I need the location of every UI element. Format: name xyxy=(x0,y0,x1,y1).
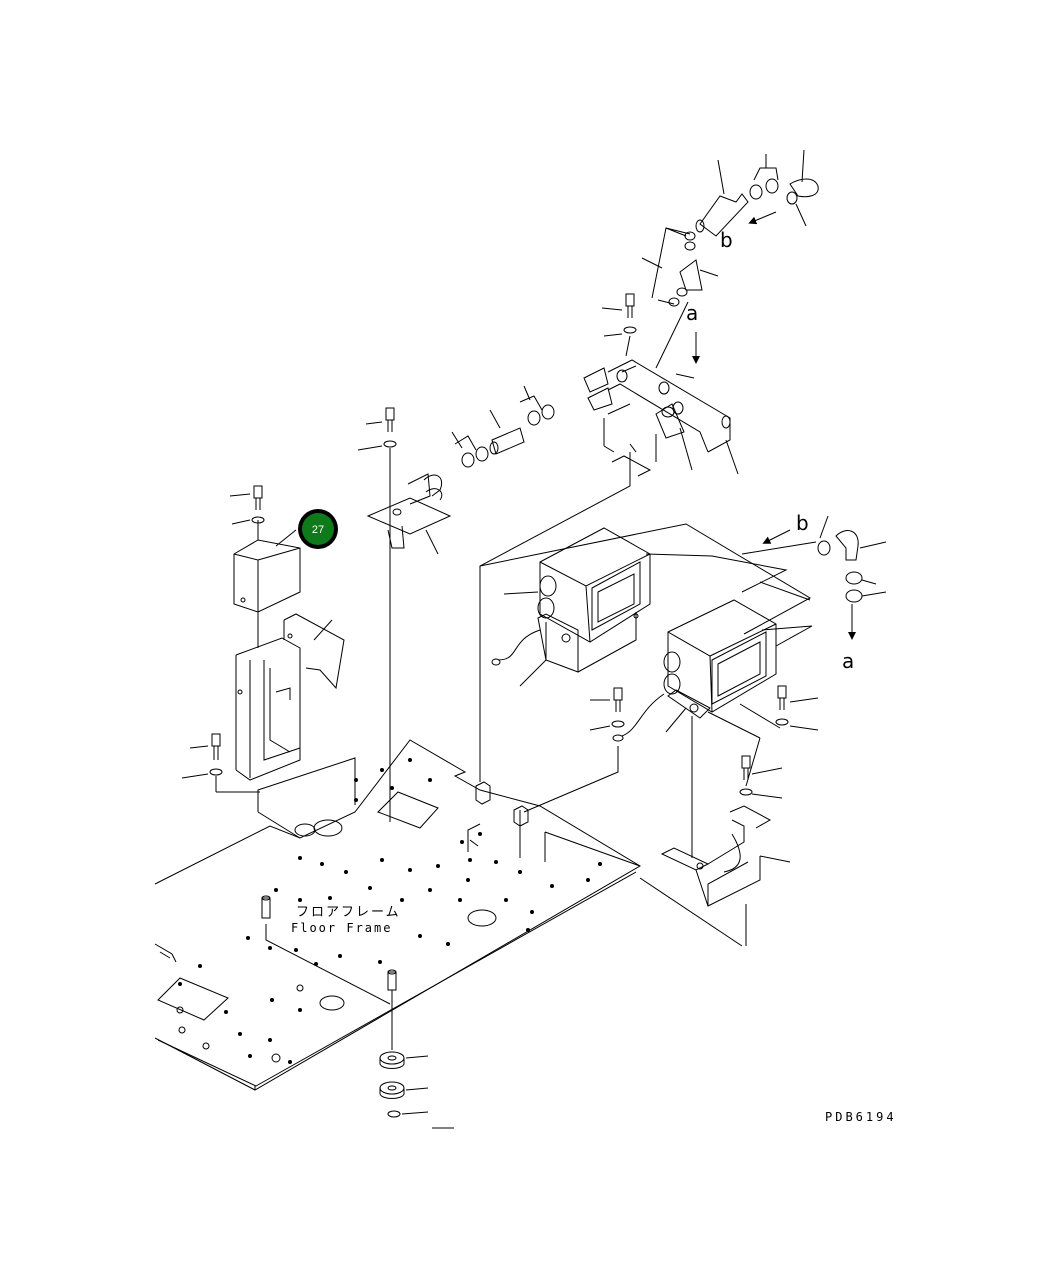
view-letter-a-top: a xyxy=(686,301,698,325)
control-box-2 xyxy=(663,599,777,733)
bolt-mid xyxy=(589,687,625,731)
rubber-mounts xyxy=(379,1051,454,1129)
hose-right xyxy=(817,515,887,640)
center-bracket xyxy=(366,473,452,555)
bolt-right-upper xyxy=(775,685,819,731)
bolt-left-top xyxy=(229,485,265,525)
control-box-1 xyxy=(503,527,651,687)
bolt-center xyxy=(357,407,397,822)
sensor-cables xyxy=(491,629,665,742)
view-letter-b-top: b xyxy=(720,228,733,252)
floor-small-parts xyxy=(261,781,529,1050)
floor-frame-label-jp: フロアフレーム xyxy=(296,905,401,920)
bolt-right-lower xyxy=(739,755,783,799)
part-callout-27[interactable]: 27 xyxy=(298,509,338,549)
hose-assembly-center xyxy=(451,367,631,468)
callout-badge-fill xyxy=(302,513,334,545)
right-bracket xyxy=(660,805,791,907)
bolt-left-bottom xyxy=(181,733,260,793)
view-arrows xyxy=(692,211,791,544)
hose-top-right xyxy=(641,149,819,379)
floor-frame-plate xyxy=(154,739,641,1091)
callout-number: 27 xyxy=(312,524,324,536)
relay-box xyxy=(233,520,301,648)
connection-lines xyxy=(265,452,817,1005)
view-labels: b a b a xyxy=(686,228,854,673)
view-letter-a-mid: a xyxy=(842,649,854,673)
bolt-top-manifold xyxy=(601,293,637,337)
pipe-manifold xyxy=(603,335,739,477)
left-bracket xyxy=(235,613,345,781)
view-letter-b-mid: b xyxy=(796,511,809,535)
drawing-number: PDB6194 xyxy=(825,1110,897,1124)
floor-frame-label-en: Floor Frame xyxy=(291,921,392,935)
